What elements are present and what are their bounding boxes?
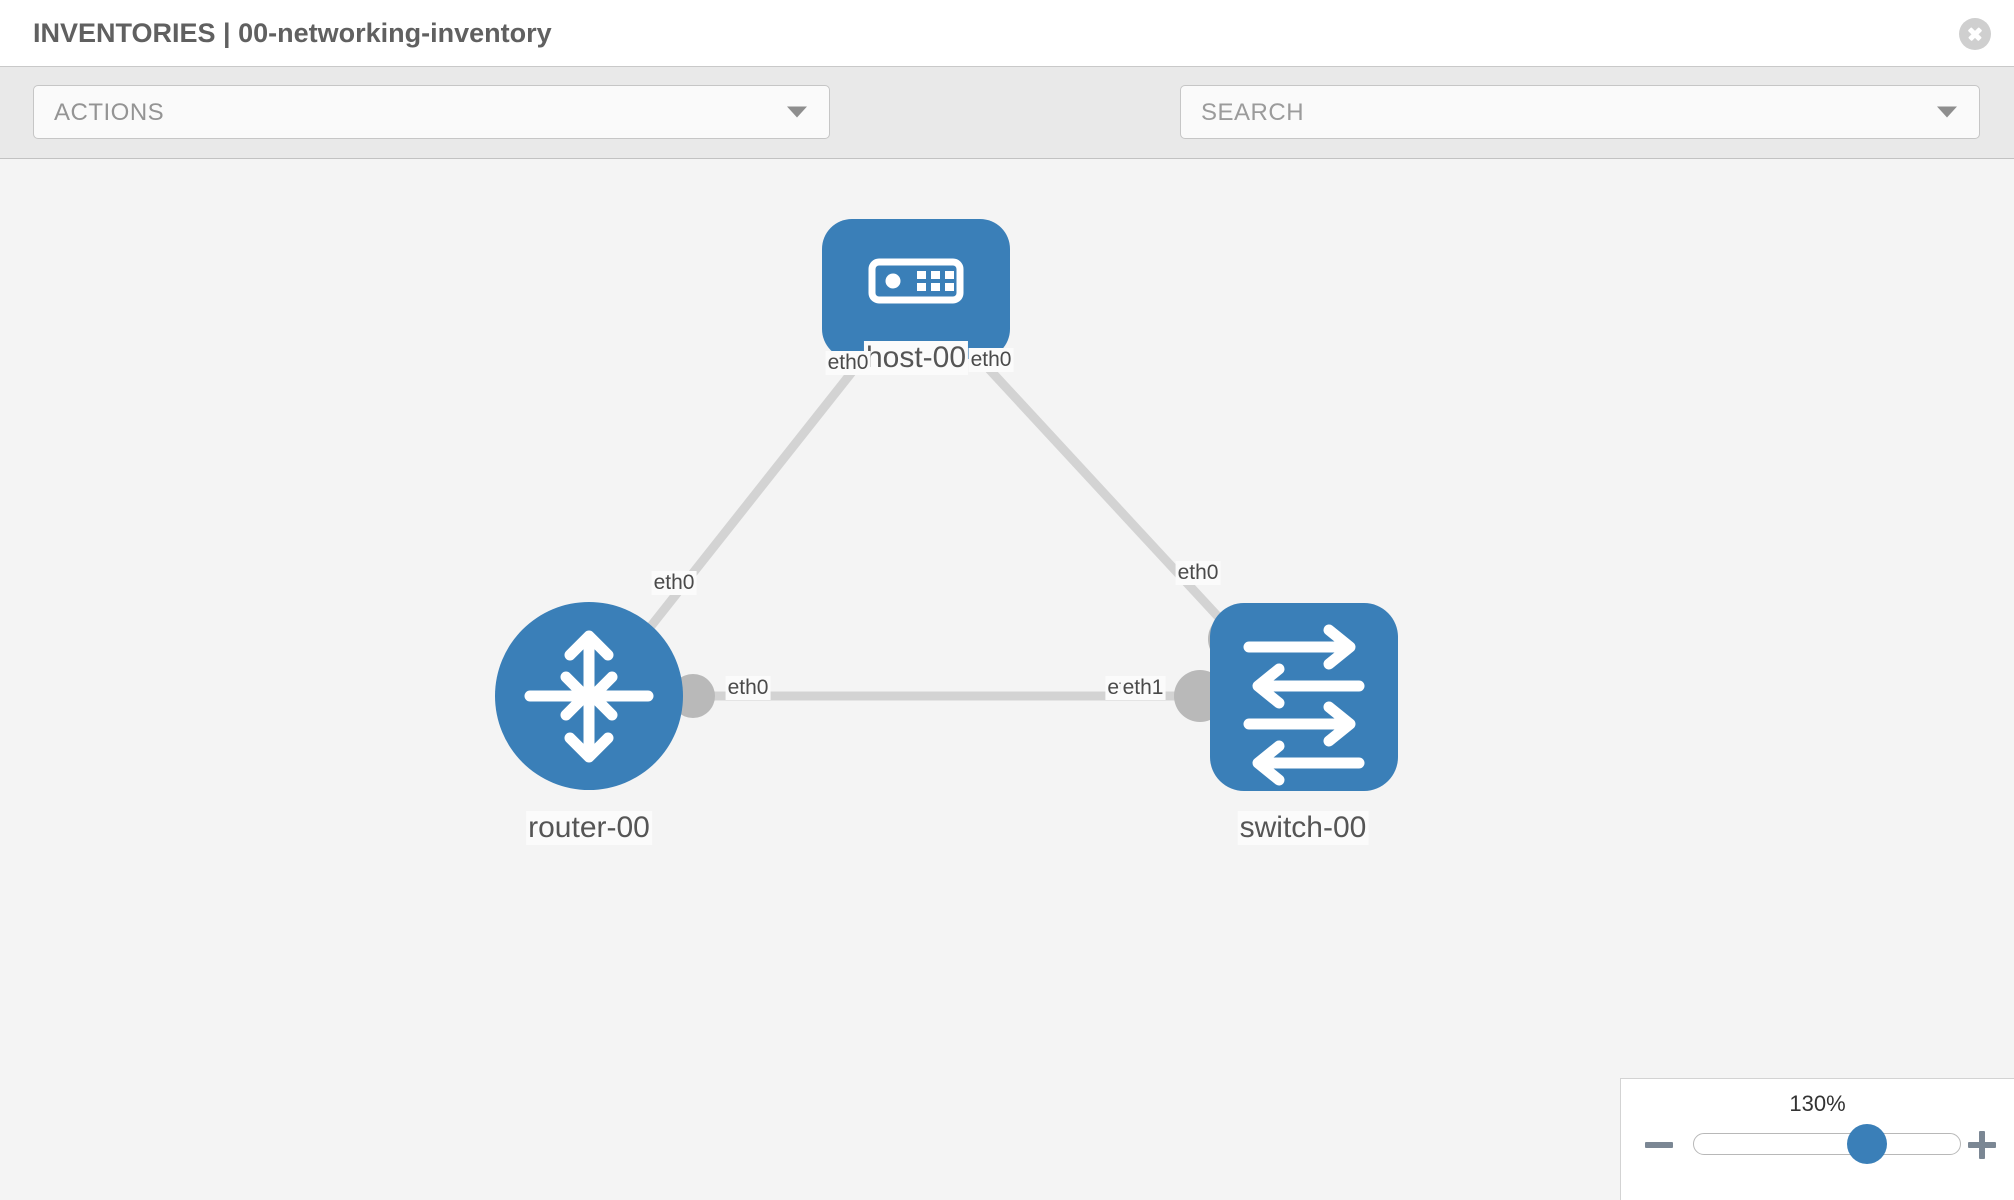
router-arrows-icon [524,630,654,763]
link-host-router[interactable] [621,326,890,662]
topology-graph [495,219,1398,791]
search-input[interactable] [1199,86,1923,140]
zoom-control-panel: 130% [1620,1078,2014,1200]
server-icon [868,258,964,304]
zoom-slider-thumb[interactable] [1847,1124,1887,1164]
node-host-00[interactable] [822,219,1010,359]
zoom-in-button[interactable] [1968,1131,1996,1159]
zoom-slider-track[interactable] [1693,1133,1961,1155]
node-router-00[interactable] [495,602,683,790]
chevron-down-icon [787,106,807,118]
actions-dropdown-label: ACTIONS [54,99,165,126]
switch-arrows-icon [1243,624,1365,786]
actions-dropdown[interactable]: ACTIONS [33,85,830,139]
search-field[interactable] [1180,85,1980,140]
zoom-level-value: 130% [1789,1091,1846,1116]
close-icon[interactable] [1959,18,1991,50]
search-chevron-down-icon[interactable] [1937,106,1957,118]
page-title: INVENTORIES | 00-networking-inventory [33,18,552,48]
port-endpoints [671,309,1260,722]
node-switch-00[interactable] [1210,603,1398,791]
toolbar: ACTIONS [0,67,2014,195]
link-host-switch[interactable] [948,325,1252,653]
zoom-out-button[interactable] [1645,1131,1673,1159]
topology-canvas[interactable]: host-00 router-00 switch-00 eth0 eth0 et… [0,159,2014,1200]
page-header: INVENTORIES | 00-networking-inventory [0,0,2014,67]
